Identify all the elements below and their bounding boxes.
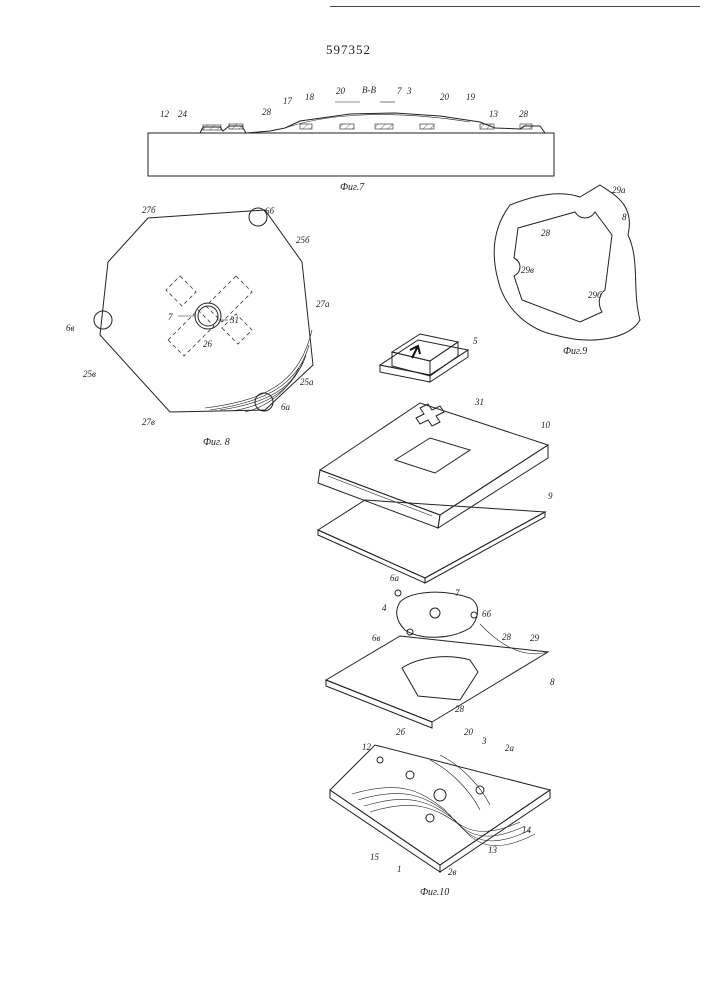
fig10-label: 15 bbox=[370, 852, 380, 862]
fig8-label: 25в bbox=[83, 369, 96, 379]
fig8-label: 6б bbox=[265, 206, 275, 216]
fig8-caption: Фиг. 8 bbox=[203, 437, 230, 448]
fig10-label: 20 bbox=[464, 727, 474, 737]
fig9-label: 29б bbox=[588, 290, 602, 300]
fig8-cross-arm bbox=[166, 276, 196, 306]
fig10-label: 10 bbox=[541, 420, 551, 430]
fig9-label: 29а bbox=[612, 185, 626, 195]
fig9-caption: Фиг.9 bbox=[563, 346, 587, 357]
fig10-caption: Фиг.10 bbox=[420, 887, 449, 898]
fig10-base bbox=[330, 745, 550, 865]
fig10-dome bbox=[397, 592, 478, 637]
fig9-label: 28 bbox=[541, 228, 551, 238]
fig10-label: 7 bbox=[455, 588, 460, 598]
fig8-label: 7 bbox=[168, 312, 173, 322]
fig10-label: 2б bbox=[396, 727, 406, 737]
fig10-keycap-top bbox=[392, 334, 458, 361]
fig10-label: 13 bbox=[488, 845, 498, 855]
fig7-label: 20 bbox=[440, 92, 450, 102]
fig7-label: 17 bbox=[283, 96, 293, 106]
fig10-plate bbox=[320, 403, 548, 515]
fig8-label: 26 bbox=[203, 339, 213, 349]
fig10-label: 2а bbox=[505, 743, 515, 753]
fig8-label: 6в bbox=[66, 323, 75, 333]
fig10-label: 31 bbox=[474, 397, 484, 407]
fig10-label: 6б bbox=[482, 609, 492, 619]
fig10-layer8-cutout bbox=[402, 657, 478, 700]
fig10-label: 12 bbox=[362, 742, 372, 752]
fig7-section-mark: В-В bbox=[362, 85, 376, 95]
fig8-outline bbox=[100, 210, 313, 412]
fig9-cutout: 29а 8 28 29в 29б Фиг.9 bbox=[494, 185, 640, 357]
fig7-contact-left bbox=[203, 125, 221, 130]
fig7-label: 28 bbox=[519, 109, 529, 119]
fig7-label: 13 bbox=[489, 109, 499, 119]
fig10-label: 6в bbox=[372, 633, 381, 643]
fig9-label: 29в bbox=[521, 265, 534, 275]
fig10-label: 4 bbox=[382, 603, 387, 613]
fig7-label: 24 bbox=[178, 109, 188, 119]
fig10-assembly: 5 31 10 9 6а 7 4 6б 6в 28 29 8 28 2б 20 … bbox=[318, 334, 555, 898]
fig10-label: 1 bbox=[397, 864, 402, 874]
fig10-label: 14 bbox=[522, 825, 532, 835]
fig10-label: 2в bbox=[448, 867, 457, 877]
fig10-label: 29 bbox=[530, 633, 540, 643]
fig10-plate-window bbox=[395, 438, 470, 473]
fig10-label: 3 bbox=[481, 736, 487, 746]
fig10-pad bbox=[406, 771, 414, 779]
fig8-label: 27а bbox=[316, 299, 330, 309]
fig8-label: 6а bbox=[281, 402, 291, 412]
fig7-label: 19 bbox=[466, 92, 476, 102]
fig8-center-ring bbox=[195, 303, 221, 329]
fig7-label: 28 bbox=[262, 107, 272, 117]
fig10-label: 5 bbox=[473, 336, 478, 346]
fig10-layer8 bbox=[326, 636, 548, 722]
fig8-label: 27в bbox=[142, 417, 155, 427]
fig8-disc: 27б 6б 25б 27а 6в 7 31 26 25в 25а 27в 6а… bbox=[66, 205, 330, 448]
fig8-label: 27б bbox=[142, 205, 156, 215]
fig10-label: 28 bbox=[502, 632, 512, 642]
fig7-section: 12 24 28 17 18 20 7 3 20 19 13 28 В-В Фи… bbox=[148, 85, 554, 193]
fig7-caption: Фиг.7 bbox=[340, 182, 365, 193]
fig10-label: 9 bbox=[548, 491, 553, 501]
fig7-label: 7 bbox=[397, 86, 402, 96]
fig7-label: 3 bbox=[406, 86, 412, 96]
fig8-label: 25б bbox=[296, 235, 310, 245]
fig8-label: 31 bbox=[229, 315, 239, 325]
fig10-label: 8 bbox=[550, 677, 555, 687]
fig10-keycap-base bbox=[380, 340, 468, 375]
fig7-label: 12 bbox=[160, 109, 170, 119]
fig9-label: 8 bbox=[622, 212, 627, 222]
fig7-substrate bbox=[148, 133, 554, 176]
fig8-label: 25а bbox=[300, 377, 314, 387]
fig10-cross bbox=[416, 404, 444, 426]
fig8-hole-6v bbox=[94, 311, 112, 329]
fig10-label: 6а bbox=[390, 573, 400, 583]
fig7-label: 20 bbox=[336, 86, 346, 96]
fig10-label: 28 bbox=[455, 704, 465, 714]
fig7-label: 18 bbox=[305, 92, 315, 102]
